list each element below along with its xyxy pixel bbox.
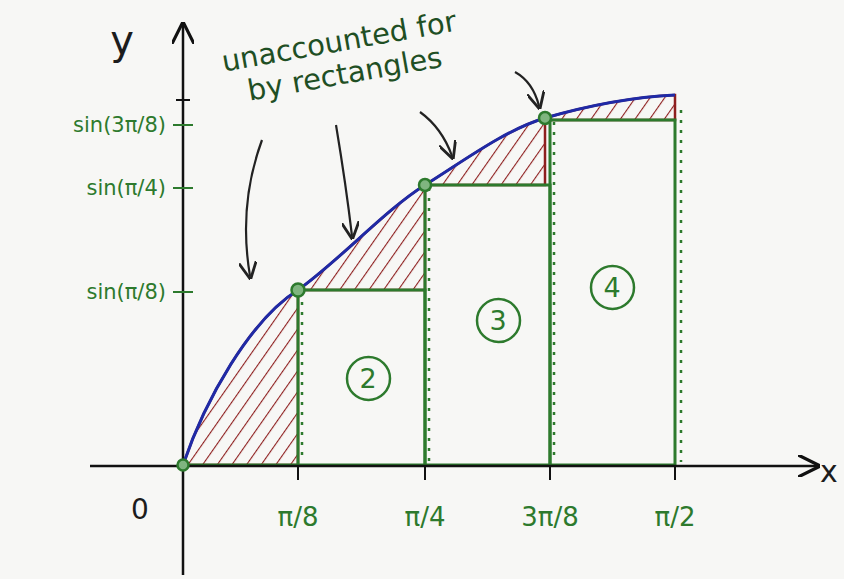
- sample-dot: [178, 460, 189, 471]
- dotted-line: [301, 292, 304, 462]
- callout-arrows: [246, 72, 539, 276]
- rectangle-4: [550, 120, 675, 465]
- dotted-line: [553, 122, 556, 462]
- tick-label: sin(π/4): [86, 176, 166, 200]
- tick-label: 3π/8: [521, 503, 579, 533]
- annotation: unaccounted for by rectangles: [207, 2, 477, 113]
- tick-label: sin(3π/8): [73, 113, 166, 137]
- circle-shape: [477, 299, 520, 342]
- callout-number: 4: [603, 272, 620, 303]
- callout-number: 3: [489, 305, 506, 336]
- callout-arrow: [420, 112, 452, 156]
- rectangles: [183, 120, 675, 465]
- x-axis: [90, 465, 818, 468]
- rectangle-2: [298, 290, 425, 465]
- ticks: [173, 100, 675, 480]
- sample-dot: [419, 179, 431, 191]
- tick: [297, 466, 299, 480]
- callout-arrow: [246, 140, 262, 276]
- tick: [424, 466, 426, 480]
- sine-curve: [183, 95, 675, 465]
- circle-shape: [591, 266, 634, 309]
- tick: [176, 99, 190, 101]
- sample-dot: [292, 284, 305, 297]
- dotted-line: [428, 188, 431, 462]
- origin-label: 0: [131, 494, 149, 526]
- callout-number: 2: [359, 363, 376, 394]
- sample-points: [178, 112, 552, 471]
- region-4: [545, 95, 675, 120]
- tick: [674, 466, 676, 480]
- dotted-line: [680, 110, 683, 462]
- tick: [173, 291, 193, 293]
- region-1: [183, 290, 298, 465]
- axis-name: x: [820, 455, 838, 490]
- y-axis: [182, 24, 185, 575]
- rectangle-3: [425, 185, 550, 465]
- axis-name: y: [110, 17, 134, 63]
- dotted-edges: [302, 110, 681, 462]
- tick: [173, 124, 193, 126]
- callout-arrow: [336, 125, 352, 236]
- tick: [549, 466, 551, 480]
- callout-circle: 4: [589, 264, 636, 311]
- callout-circle: 2: [345, 355, 392, 402]
- tick: [173, 187, 193, 189]
- sample-dot: [539, 112, 551, 124]
- tick-label: π/8: [278, 503, 319, 533]
- callout-arrow: [515, 72, 539, 106]
- callout-circle: 3: [475, 297, 522, 344]
- unaccounted-regions: [183, 95, 675, 465]
- tick-label: π/2: [655, 503, 696, 533]
- tick-label: π/4: [405, 503, 446, 533]
- tick-label: sin(π/8): [86, 280, 166, 304]
- circle-shape: [347, 357, 390, 400]
